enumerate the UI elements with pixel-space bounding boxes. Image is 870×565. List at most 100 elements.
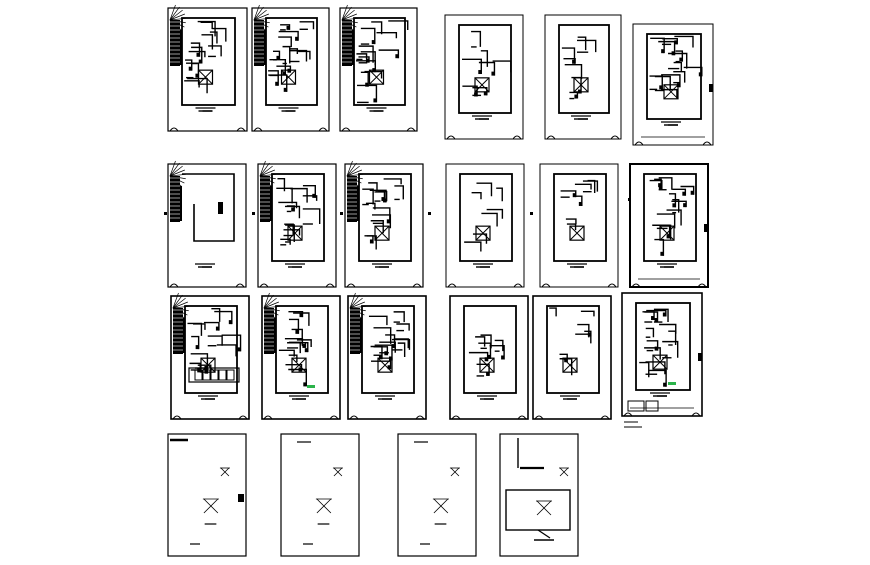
base-arches (623, 412, 701, 417)
room-partitions (549, 307, 595, 344)
stair-hatch (260, 176, 270, 222)
stair-x-symbol (562, 357, 578, 373)
sheet-border (251, 7, 330, 132)
floor-plan-sheet-6 (632, 23, 714, 146)
base-arches (634, 141, 712, 146)
plan-outline (553, 173, 607, 262)
floor-plan-sheet-17 (532, 295, 612, 420)
sheet-border (261, 295, 341, 420)
stair-hatch (170, 20, 180, 66)
room-partitions (462, 85, 488, 97)
room-partitions (642, 308, 679, 359)
room-partitions (356, 20, 409, 66)
base-arches (263, 415, 339, 420)
sheet-border (539, 163, 619, 288)
base-arches (446, 135, 522, 140)
plan-outline (635, 302, 691, 391)
sheet-border (167, 7, 248, 132)
stair-hatch (170, 176, 180, 222)
floor-plan-sheet-14 (261, 292, 341, 420)
room-partitions (560, 179, 599, 206)
stair-hatch (254, 20, 264, 66)
floor-plan-sheet-21 (397, 433, 477, 557)
room-partitions (276, 178, 321, 225)
base-arches (169, 127, 246, 132)
base-arches (172, 415, 248, 420)
sheet-border (544, 14, 622, 140)
room-partitions (188, 20, 227, 65)
room-partitions (356, 60, 383, 104)
sheet-border (339, 7, 418, 132)
plan-outline (271, 173, 325, 262)
floor-plan-sheet-11 (539, 163, 619, 288)
stair-hatch (173, 308, 183, 354)
stair-x-symbol (291, 357, 307, 373)
room-partitions (475, 334, 505, 360)
column-x-symbol (432, 498, 449, 514)
base-arches (451, 415, 527, 420)
stair-x-symbol (663, 84, 679, 100)
column-x-symbol (315, 498, 332, 514)
sheet-border (449, 295, 529, 420)
stair-x-symbol (287, 225, 303, 241)
room-partitions (368, 311, 411, 358)
floor-plan-sheet-12 (629, 163, 709, 288)
floor-plan-sheet-20 (280, 433, 360, 557)
stair-x-symbol (659, 225, 675, 241)
sheet-border (397, 433, 477, 557)
plan-outline (646, 33, 702, 120)
sheet-border (257, 163, 337, 288)
floor-plan-sheet-16 (449, 295, 529, 420)
stair-x-symbol (652, 354, 668, 370)
room-partitions (649, 177, 695, 226)
sheet-border (532, 295, 612, 420)
stair-hatch (350, 308, 360, 354)
base-arches (169, 283, 245, 288)
sheet-border (444, 14, 524, 140)
stair-x-symbol (377, 357, 393, 373)
plan-outline (643, 173, 697, 262)
room-partitions (561, 36, 597, 80)
plan-outline (184, 305, 238, 394)
stair-x-symbol (280, 69, 297, 85)
room-partitions (462, 30, 512, 76)
room-partitions (650, 35, 703, 84)
plan-outline (459, 173, 513, 262)
stair-hatch (264, 308, 274, 354)
base-arches (259, 283, 335, 288)
room-partitions (364, 214, 392, 250)
room-partitions (649, 74, 681, 99)
room-partitions (565, 218, 577, 231)
floor-plan-sheet-1 (167, 4, 248, 132)
sheet-border (499, 433, 579, 557)
column-x-symbol (202, 498, 219, 514)
column-x-symbol (559, 467, 569, 477)
sheet-border (344, 163, 424, 288)
room-partitions (652, 213, 676, 256)
base-arches (534, 415, 610, 420)
room-partitions (284, 311, 312, 354)
base-arches (346, 283, 422, 288)
base-arches (349, 415, 425, 420)
plan-outline (558, 24, 610, 114)
room-partitions (471, 182, 504, 227)
sheet-border (445, 163, 525, 288)
stair-x-symbol (569, 225, 585, 241)
floor-plan-sheet-22 (499, 433, 579, 557)
floor-plan-sheet-4 (444, 14, 524, 140)
column-x-symbol (332, 467, 343, 477)
floor-plan-sheet-9 (344, 160, 424, 288)
plan-outline (353, 17, 406, 106)
room-partitions (370, 344, 393, 370)
base-arches (341, 127, 416, 132)
plan-outline (458, 24, 512, 114)
plan-outline (546, 305, 600, 394)
floor-plan-sheet-19 (167, 433, 247, 557)
floor-plan-sheet-8 (257, 160, 337, 288)
parking-row (188, 367, 240, 383)
floor-plan-sheet-15 (347, 292, 427, 420)
stair-x-symbol (573, 77, 589, 93)
floor-plan-sheet-7 (167, 160, 247, 288)
stair-hatch (347, 176, 357, 222)
